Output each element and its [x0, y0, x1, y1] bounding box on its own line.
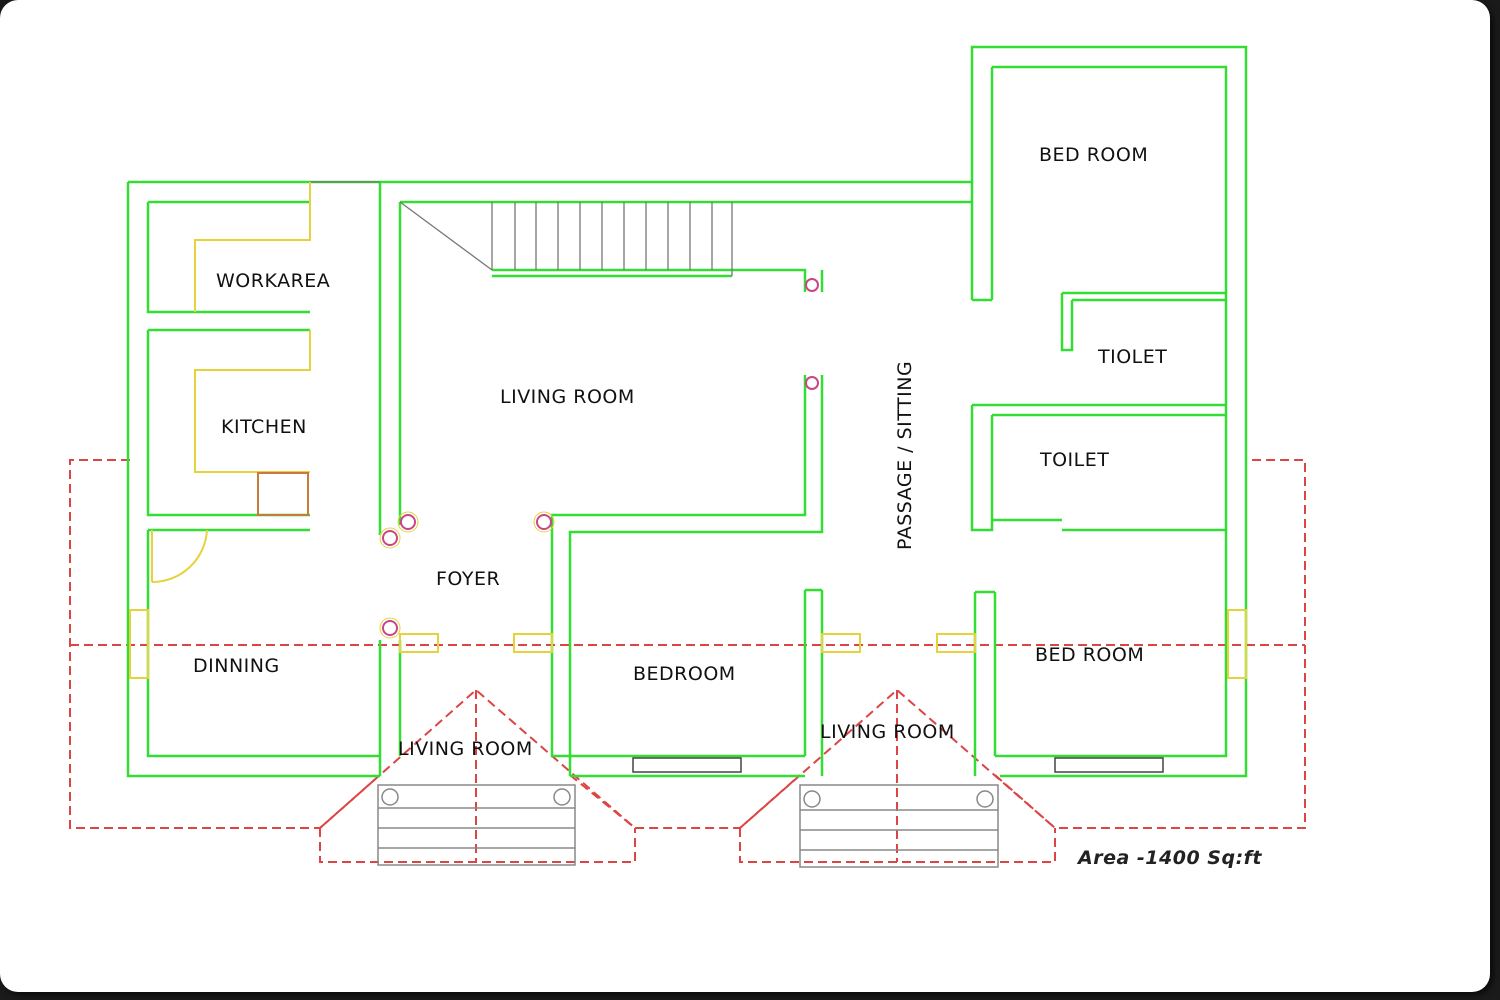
entrance-steps-left [377, 784, 576, 866]
kitchen-counter [257, 472, 309, 516]
label-foyer: FOYER [436, 568, 500, 590]
label-living-left: LIVING ROOM [398, 738, 533, 760]
doors [129, 182, 1247, 679]
label-passage: PASSAGE / SITTING [894, 361, 916, 550]
label-living-right: LIVING ROOM [820, 721, 955, 743]
entrance-steps-right [799, 784, 999, 868]
stair-detail [310, 181, 733, 276]
walls [126, 45, 1248, 778]
label-bedroom-bottom: BED ROOM [1035, 644, 1144, 666]
columns [379, 278, 819, 639]
label-bedroom-top: BED ROOM [1039, 144, 1148, 166]
window-sills [632, 757, 1164, 773]
label-tiolet: TIOLET [1097, 346, 1167, 368]
label-kitchen: KITCHEN [221, 416, 307, 438]
area-note: Area -1400 Sq:ft [1076, 847, 1262, 869]
roof-outline [69, 459, 1306, 863]
label-workarea: WORKAREA [216, 270, 330, 292]
label-toilet: TOILET [1039, 449, 1109, 471]
label-dinning: DINNING [193, 655, 280, 677]
label-living-main: LIVING ROOM [500, 386, 635, 408]
label-bedroom-mid: BEDROOM [633, 663, 736, 685]
